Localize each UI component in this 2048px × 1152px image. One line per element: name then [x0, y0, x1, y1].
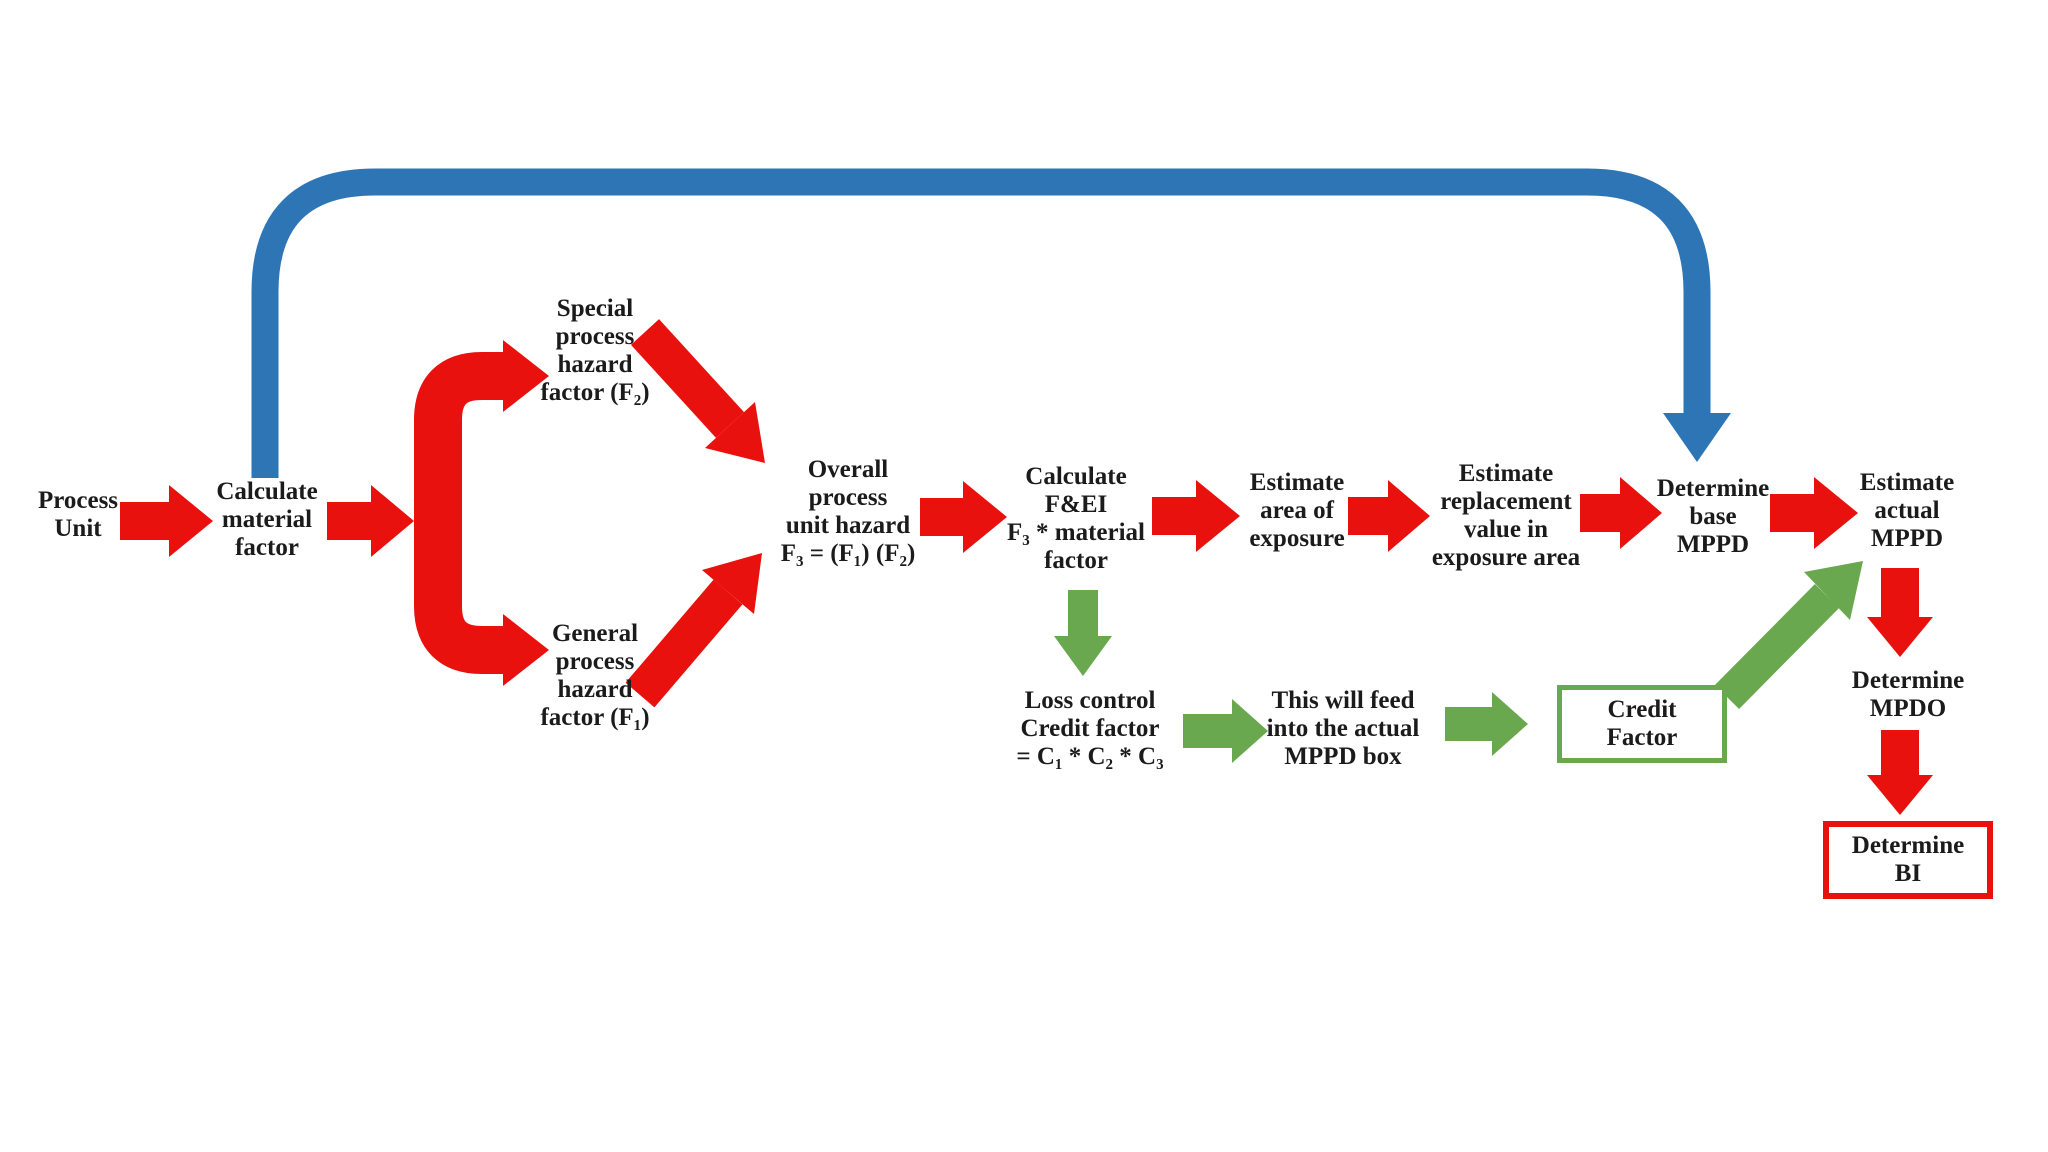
node-special-process-hazard: Special process hazard factor (F₂) [540, 295, 650, 406]
node-process-unit: Process Unit [37, 487, 119, 542]
node-general-process-hazard: General process hazard factor (F₁) [540, 620, 650, 731]
node-feed-note: This will feed into the actual MPPD box [1266, 687, 1420, 770]
branch-arrowhead-bottom-icon [503, 614, 549, 686]
node-determine-mpdo: Determine MPDO [1851, 667, 1965, 722]
arrow-losscontrol-to-note [1183, 699, 1268, 763]
node-determine-base-mppd: Determine base MPPD [1656, 475, 1770, 558]
arrow-replacement-to-basemppd [1580, 477, 1662, 549]
node-overall-process-hazard: Overall process unit hazard F₃ = (F₁) (F… [780, 456, 916, 567]
arrowhead-creditfactor-to-actualmppd-icon [1804, 561, 1863, 620]
node-estimate-area: Estimate area of exposure [1249, 469, 1345, 552]
node-calculate-fei: Calculate F&EI F₃ * material factor [1006, 463, 1146, 574]
arrow-basemppd-to-actualmppd [1770, 477, 1858, 549]
arrow-process-to-calculate [120, 485, 213, 557]
feedback-connector-blue [251, 168, 1711, 478]
branch-bracket [414, 352, 505, 674]
node-estimate-actual-mppd: Estimate actual MPPD [1859, 469, 1955, 552]
arrowhead-special-to-overall-icon [705, 402, 765, 463]
box-credit-factor: Credit Factor [1557, 685, 1727, 763]
arrow-actualmppd-to-mpdo [1867, 568, 1933, 657]
arrow-special-to-overall [630, 319, 745, 438]
arrow-fei-to-area [1152, 480, 1240, 552]
arrow-note-to-creditfactor [1445, 692, 1528, 756]
arrow-creditfactor-to-actualmppd [1714, 584, 1840, 709]
arrow-general-to-overall [625, 579, 743, 708]
arrow-fei-to-losscontrol [1054, 590, 1112, 676]
arrow-overall-to-fei [920, 481, 1007, 553]
arrow-area-to-replacement [1348, 480, 1430, 552]
node-loss-control-credit: Loss control Credit factor = C₁ * C₂ * C… [1016, 687, 1164, 770]
branch-arrowhead-top-icon [503, 340, 549, 412]
arrow-calculate-to-branch [327, 485, 414, 557]
node-estimate-replacement: Estimate replacement value in exposure a… [1431, 460, 1581, 571]
arrowhead-general-to-overall-icon [702, 553, 762, 614]
arrow-mpdo-to-bi [1867, 730, 1933, 815]
box-determine-bi: Determine BI [1823, 821, 1993, 899]
node-calculate-material-factor: Calculate material factor [216, 478, 318, 561]
feedback-arrowhead-blue [1663, 413, 1731, 462]
